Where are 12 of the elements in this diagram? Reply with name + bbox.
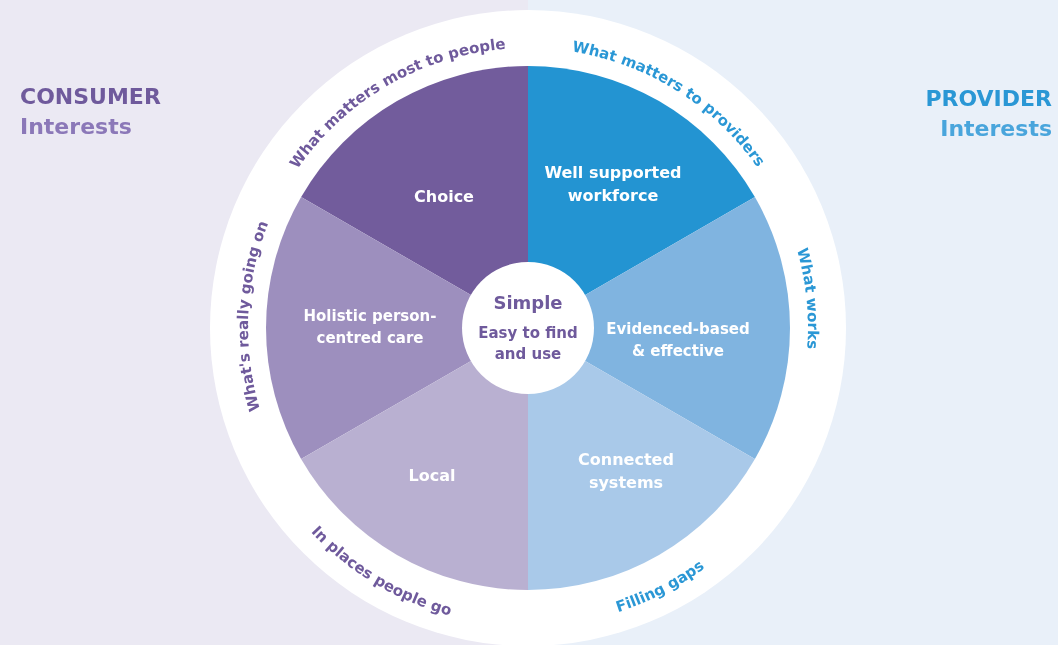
center-title: Simple (493, 291, 563, 313)
side-heading: PROVIDER (925, 86, 1052, 111)
slice-label: Holistic person-centred care (302, 306, 438, 349)
slice-label: Well supported workforce (543, 161, 683, 207)
slice-label: Local (407, 465, 457, 488)
side-heading: Interests (940, 116, 1052, 141)
side-heading: Interests (20, 114, 132, 139)
slice-label: Choice (413, 186, 475, 209)
slice-label: Connected systems (577, 448, 675, 494)
center-text: Easy to find and use (477, 322, 579, 365)
side-heading: CONSUMER (20, 84, 161, 109)
slice-label: Evidenced-based & effective (605, 319, 751, 362)
